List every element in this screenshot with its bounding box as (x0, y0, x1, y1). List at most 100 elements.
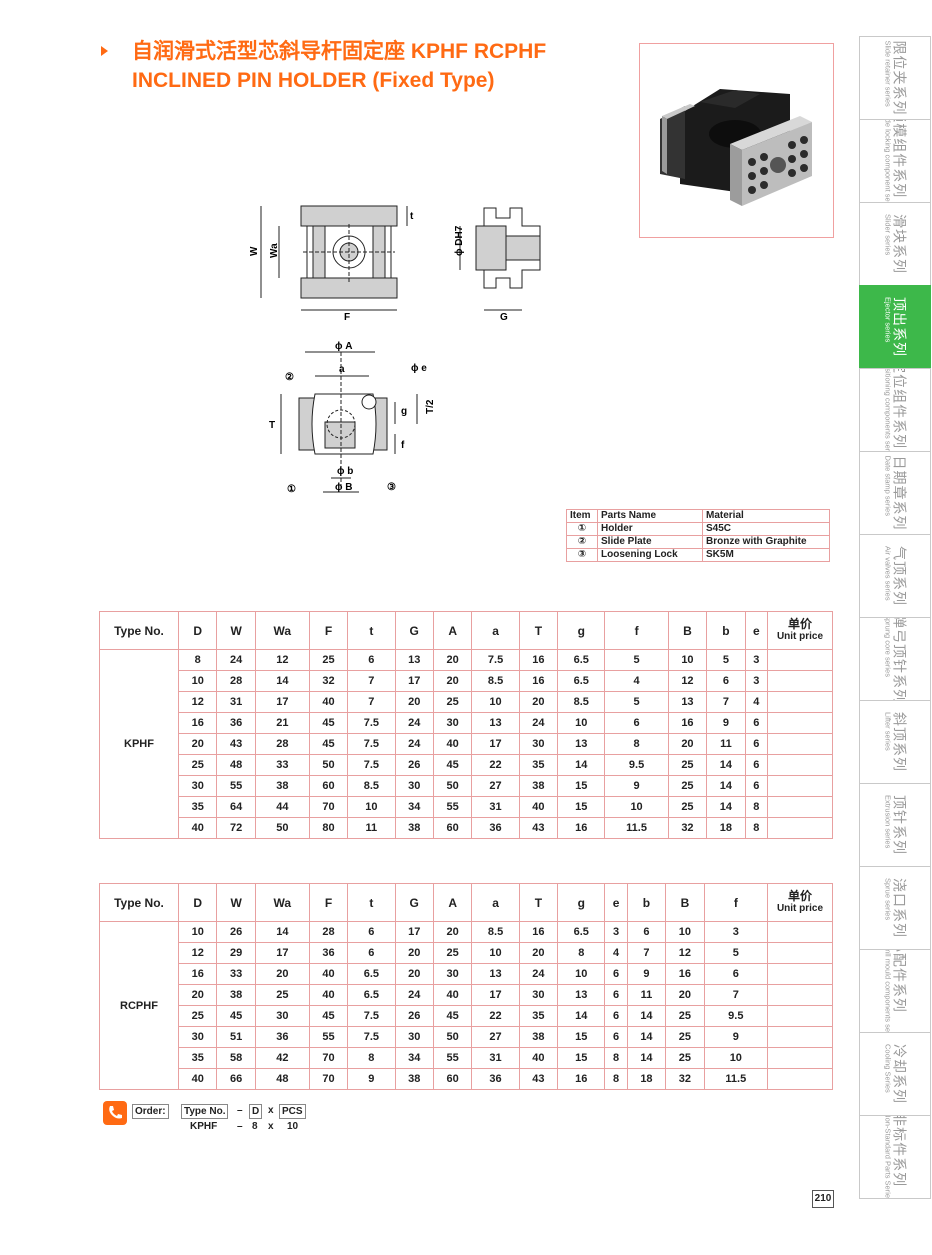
unit-price-cell (767, 963, 833, 985)
series-tab-en: Samll mould components series (883, 949, 893, 1032)
unit-price-cell (767, 775, 833, 797)
callout-1: ① (287, 484, 296, 495)
parts-name: Slide Plate (597, 535, 703, 549)
table-cell: 12 (254, 649, 310, 671)
table-cell: 18 (706, 817, 746, 839)
table-cell: 58 (216, 1047, 256, 1069)
table-cell: 14 (626, 1005, 667, 1027)
table-cell: 33 (254, 754, 310, 776)
series-tab-cn: 小配件系列 (891, 949, 908, 1013)
table-cell: 45 (216, 1005, 256, 1027)
dim-e-label: ϕ e (411, 363, 427, 374)
table-cell: 38 (254, 775, 310, 797)
table-cell: 32 (308, 670, 349, 692)
parts-name: Holder (597, 522, 703, 536)
table-cell: 70 (308, 796, 349, 818)
table-cell: 10 (703, 1047, 769, 1069)
table-cell: 35 (177, 1047, 218, 1069)
table-cell: 28 (254, 733, 310, 755)
side-view-drawing: ϕ DH7 G (440, 198, 560, 323)
table-cell: 22 (471, 754, 520, 776)
table-cell: 48 (216, 754, 256, 776)
table-cell: 17 (254, 691, 310, 713)
table-cell: 16 (177, 963, 218, 985)
unit-price-cell (767, 817, 833, 839)
table-cell: 16 (557, 1068, 606, 1090)
table-cell: 6 (744, 712, 769, 734)
table-cell: 16 (518, 649, 559, 671)
table-cell: 14 (706, 754, 746, 776)
table-cell: 17 (471, 733, 520, 755)
table-cell: 24 (394, 984, 434, 1006)
dim-a-label: a (339, 364, 345, 375)
table-cell: 10 (557, 963, 606, 985)
table-cell: 25 (667, 775, 708, 797)
table-cell: 38 (518, 1026, 559, 1048)
table-cell: 30 (254, 1005, 310, 1027)
parts-table: Item Parts Name Material ① Holder S45C ②… (566, 509, 830, 562)
table-cell: 50 (254, 817, 310, 839)
dim-A-label: ϕ A (335, 341, 353, 352)
table-cell: 55 (308, 1026, 349, 1048)
table-cell: 10 (177, 670, 218, 692)
table-cell: 24 (394, 733, 434, 755)
table-cell: 20 (667, 733, 708, 755)
dim-G-label: G (500, 312, 508, 323)
table-cell: 20 (394, 963, 434, 985)
series-tab-en: Slider series (883, 214, 893, 256)
dim-W-label: W (249, 246, 260, 256)
column-header-a: a (471, 883, 520, 922)
table-cell: 7 (347, 670, 396, 692)
table-cell: 40 (518, 796, 559, 818)
parts-col-name: Parts Name (597, 509, 703, 523)
table-cell: 6.5 (347, 984, 396, 1006)
unit-price-en: Unit price (776, 631, 824, 642)
table-cell: 15 (557, 1047, 606, 1069)
column-header-w: W (216, 611, 256, 650)
table-cell: 38 (216, 984, 256, 1006)
table-cell: 16 (518, 670, 559, 692)
table-cell: 45 (432, 754, 473, 776)
series-tab-en: Cooling Series (883, 1044, 893, 1093)
table-cell: 8 (557, 942, 606, 964)
table-cell: 13 (667, 691, 708, 713)
unit-price-cell (767, 1005, 833, 1027)
dim-Wa-label: Wa (269, 243, 280, 258)
table-cell: 10 (604, 796, 669, 818)
column-header-a: A (432, 883, 473, 922)
series-tab-en: Non-Standard Parts Series (883, 1115, 893, 1199)
table-cell: 29 (216, 942, 256, 964)
table-cell: 43 (518, 1068, 559, 1090)
series-tab-cn: 日期章系列 (891, 455, 908, 531)
table-cell: 14 (706, 775, 746, 797)
table-cell: 12 (667, 670, 708, 692)
table-cell: 30 (432, 712, 473, 734)
table-cell: 6 (604, 712, 669, 734)
table-cell: 20 (432, 649, 473, 671)
unit-price-cell (767, 712, 833, 734)
